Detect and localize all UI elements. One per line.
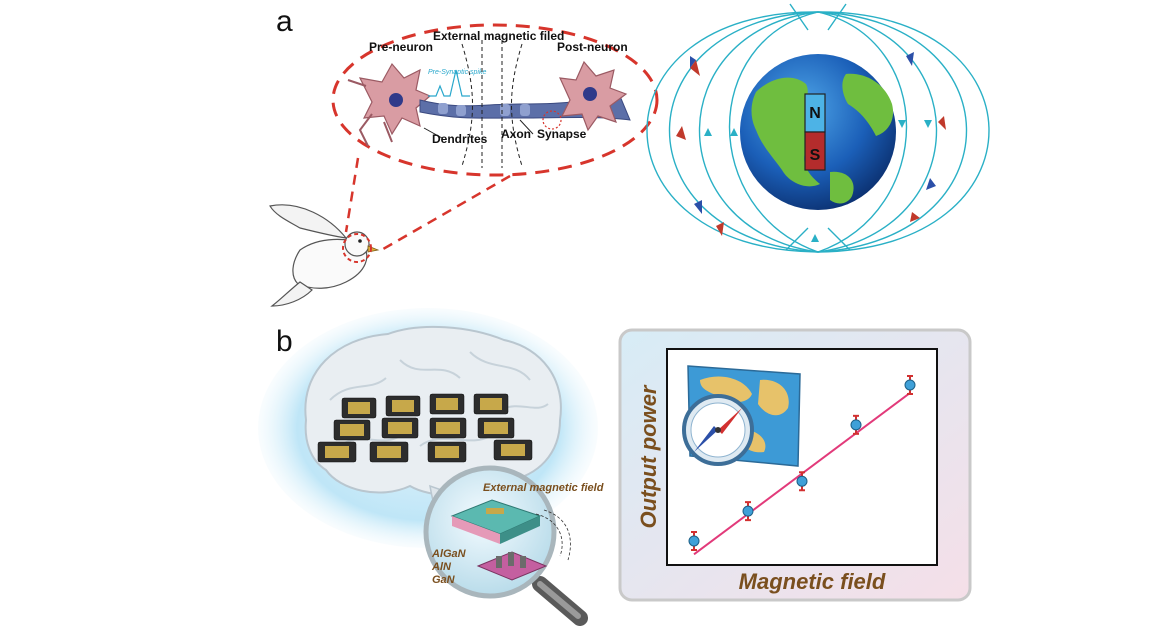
bird-beak — [367, 245, 380, 253]
device-chip-array — [317, 393, 533, 463]
dendrites-label: Dendrites — [432, 132, 488, 146]
map-compass-icon — [682, 365, 801, 467]
pre-neuron-label: Pre-neuron — [369, 40, 433, 54]
zoom-ellipse — [331, 23, 659, 177]
bird-head — [344, 231, 370, 257]
bar-magnet: N S — [804, 93, 826, 171]
post-neuron-nucleus — [583, 87, 597, 101]
chart-panel — [618, 328, 972, 602]
magnifier — [423, 465, 588, 626]
data-point — [688, 535, 700, 547]
earth-magnetic-field: N S — [646, 3, 990, 253]
external-field-label-a: External magnetic filed — [433, 29, 564, 43]
neuron-diagram: Pre-Synaptic spike — [347, 40, 631, 168]
layer-label-algan: AlGaN — [431, 548, 467, 560]
axon-label: Axon — [501, 127, 531, 141]
panel-a-letter: a — [276, 5, 293, 38]
panel-b-letter: b — [276, 325, 293, 358]
pre-neuron-nucleus — [389, 93, 403, 107]
data-point — [742, 505, 754, 517]
x-axis-label: Magnetic field — [739, 569, 886, 594]
pre-synaptic-spike-label: Pre-Synaptic spike — [428, 69, 486, 76]
layer-label-aln: AlN — [431, 561, 452, 573]
synapse-label: Synapse — [537, 127, 587, 141]
post-neuron-label: Post-neuron — [557, 40, 628, 54]
bird-eye — [358, 239, 362, 243]
chart-marks — [688, 375, 916, 556]
external-field-label-b: External magnetic field — [483, 482, 604, 494]
zoom-line-top — [344, 157, 360, 233]
bird-wing — [269, 204, 348, 239]
field-line-4 — [511, 43, 523, 167]
data-point — [850, 419, 862, 431]
bird-magnetoreceptor-marker — [342, 233, 372, 263]
earth-land-eurasia — [842, 73, 894, 136]
bird-illustration — [269, 204, 380, 307]
pre-synaptic-spike-trace — [428, 69, 470, 97]
bird-tail — [270, 281, 313, 307]
magnet-north-label: N — [809, 105, 821, 122]
earth-land-south-america — [830, 171, 854, 204]
earth-land-north-america — [751, 77, 820, 187]
data-point — [796, 475, 808, 487]
zoom-line-bottom — [377, 174, 511, 254]
compass-needles — [676, 52, 946, 236]
brain-folds — [329, 351, 549, 447]
magnet-south-label: S — [810, 147, 821, 164]
synapse-marker — [542, 110, 562, 130]
layer-label-gan: GaN — [432, 574, 456, 586]
y-axis-label: Output power — [636, 384, 661, 528]
field-line-1 — [461, 43, 473, 167]
data-point — [904, 379, 916, 391]
